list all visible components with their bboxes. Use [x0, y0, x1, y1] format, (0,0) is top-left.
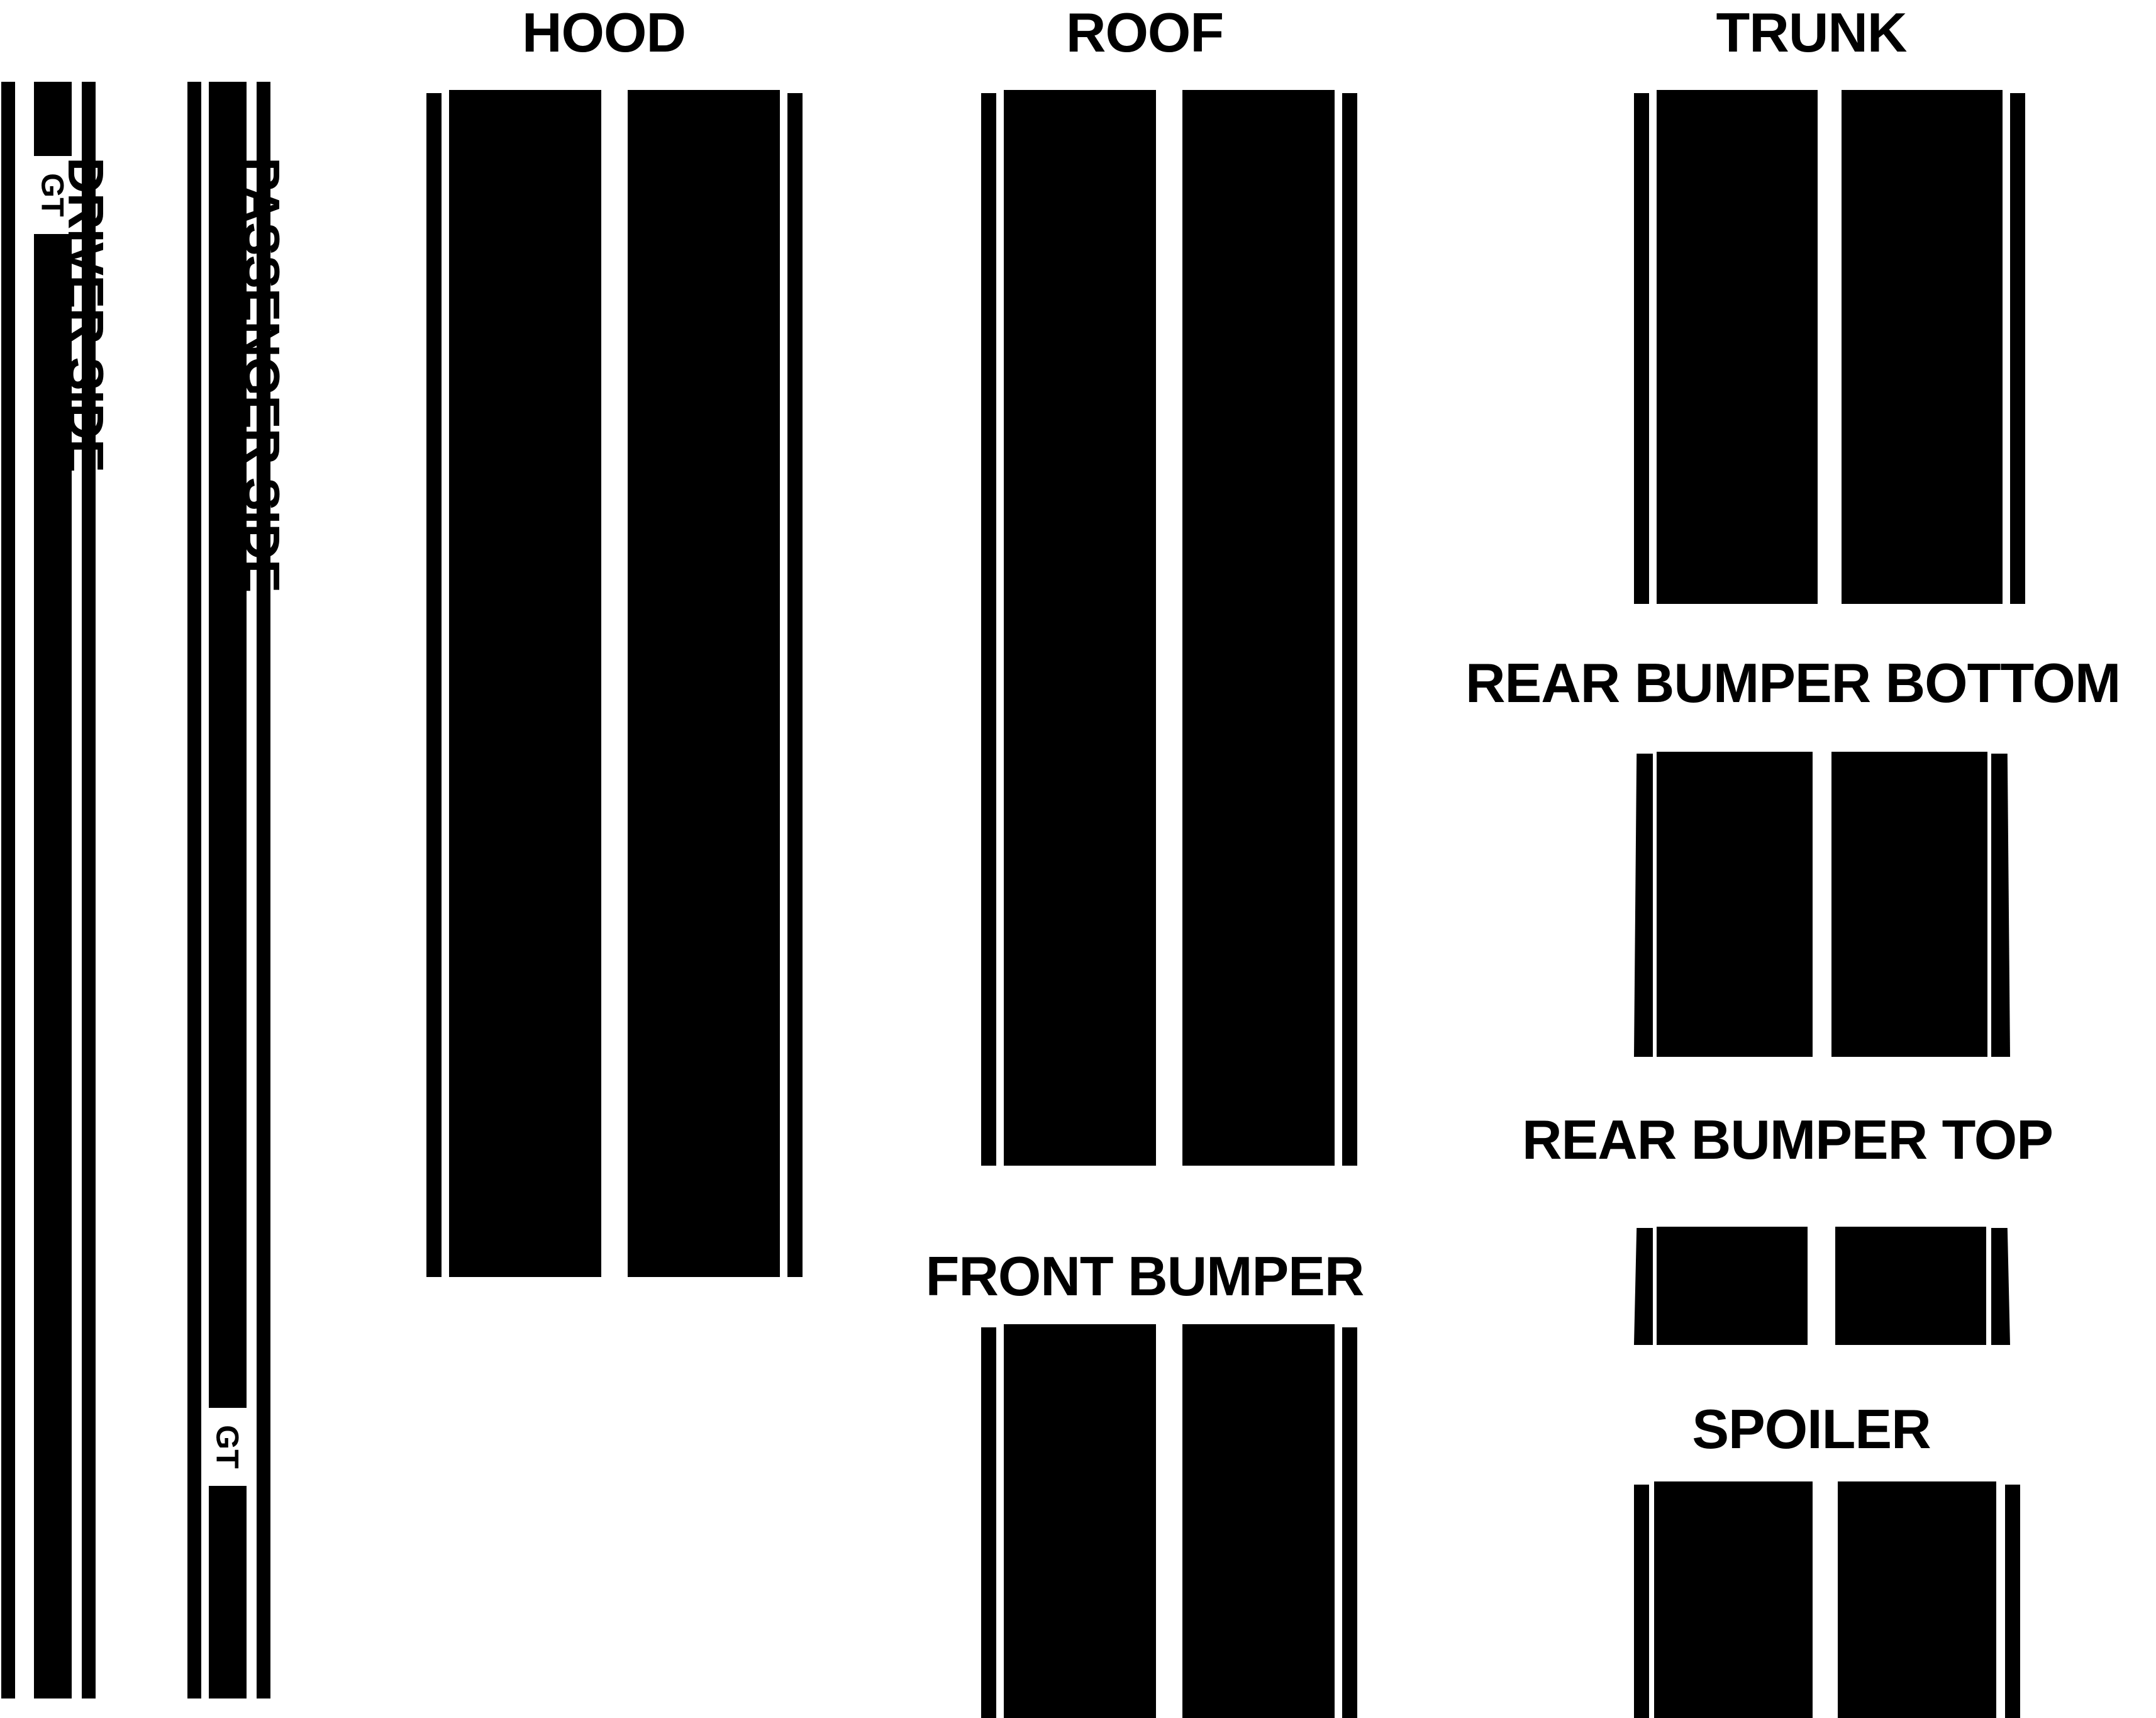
panel-label-trunk: TRUNK — [1716, 1, 1908, 64]
driver-side-pinstripe-inner — [82, 82, 96, 1698]
hood-wide-stripe-right — [628, 90, 780, 1277]
passenger-side-pinstripe-outer — [187, 82, 201, 1698]
panel-label-spoiler: SPOILER — [1692, 1398, 1931, 1460]
rear-bumper-bottom-pinstripe-right — [1991, 754, 2010, 1057]
spoiler-pinstripe-right — [2005, 1485, 2020, 1718]
panel-label-driver-side: DRIVER SIDE — [58, 157, 114, 472]
hood-pinstripe-right — [787, 93, 803, 1277]
roof-pinstripe-left — [981, 93, 996, 1166]
passenger-side-gt-label: GT — [210, 1425, 245, 1469]
rear-bumper-top-pinstripe-left — [1634, 1228, 1653, 1345]
rear-bumper-top-wide-stripe-left — [1657, 1227, 1808, 1345]
panel-label-roof: ROOF — [1065, 1, 1224, 64]
rear-bumper-bottom-wide-stripe-right — [1831, 752, 1987, 1057]
panel-label-rear-bumper-bottom: REAR BUMPER BOTTOM — [1465, 652, 2121, 714]
trunk-wide-stripe-right — [1842, 90, 2003, 604]
roof-wide-stripe-right — [1182, 90, 1335, 1166]
panel-label-front-bumper: FRONT BUMPER — [925, 1245, 1365, 1307]
trunk-wide-stripe-left — [1657, 90, 1818, 604]
front-bumper-pinstripe-right — [1342, 1327, 1357, 1718]
spoiler-wide-stripe-left — [1654, 1481, 1813, 1718]
spoiler-wide-stripe-right — [1838, 1481, 1996, 1718]
driver-side-pinstripe-outer — [1, 82, 15, 1698]
front-bumper-pinstripe-left — [981, 1327, 996, 1718]
driver-side-main-stripe-upper — [34, 82, 72, 156]
panel-label-rear-bumper-top: REAR BUMPER TOP — [1522, 1108, 2053, 1171]
roof-pinstripe-right — [1342, 93, 1357, 1166]
passenger-side-main-stripe-upper — [209, 82, 247, 1408]
rear-bumper-top-wide-stripe-right — [1835, 1227, 1986, 1345]
hood-pinstripe-left — [426, 93, 442, 1277]
driver-side-main-stripe-lower — [34, 234, 72, 1698]
front-bumper-wide-stripe-left — [1004, 1324, 1156, 1718]
rear-bumper-top-pinstripe-right — [1991, 1228, 2010, 1345]
passenger-side-pinstripe-inner — [257, 82, 270, 1698]
hood-wide-stripe-left — [449, 90, 601, 1277]
rear-bumper-bottom-wide-stripe-left — [1657, 752, 1813, 1057]
passenger-side-main-stripe-lower — [209, 1486, 247, 1698]
roof-wide-stripe-left — [1004, 90, 1156, 1166]
trunk-pinstripe-right — [2010, 93, 2025, 604]
front-bumper-wide-stripe-right — [1182, 1324, 1335, 1718]
spoiler-pinstripe-left — [1634, 1485, 1649, 1718]
panel-label-passenger-side: PASSENGER SIDE — [234, 157, 290, 593]
driver-side-gt-badge: GT — [34, 156, 72, 234]
trunk-pinstripe-left — [1634, 93, 1649, 604]
passenger-side-gt-badge: GT — [209, 1408, 247, 1486]
panel-label-hood: HOOD — [522, 1, 686, 64]
rear-bumper-bottom-pinstripe-left — [1634, 754, 1653, 1057]
